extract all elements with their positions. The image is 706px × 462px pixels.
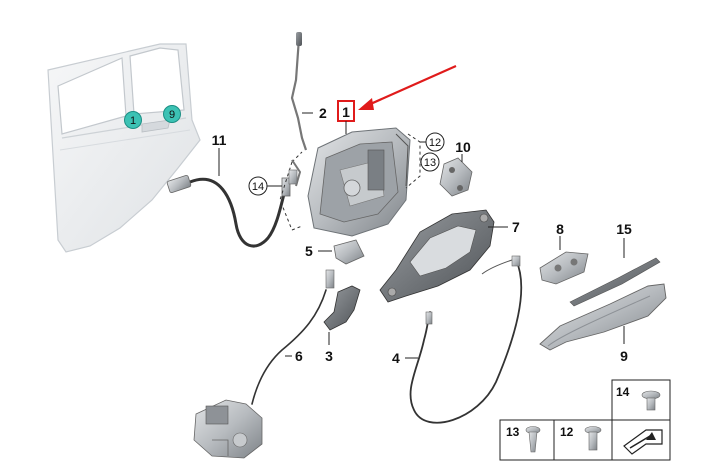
part-15-label: 15 <box>616 221 632 237</box>
dashed-bracket-right <box>405 133 421 189</box>
part-5-clip <box>333 239 365 265</box>
part-1-highlight: 1 <box>337 100 355 134</box>
part-13-label: 13 <box>424 157 436 169</box>
part-5-label: 5 <box>305 243 313 259</box>
part-1-label: 1 <box>342 104 350 120</box>
part-14-label: 14 <box>252 181 264 193</box>
part-12-callout: 12 <box>420 132 445 152</box>
door-marker-1: 1 <box>124 111 142 129</box>
part-3-label: 3 <box>325 348 333 364</box>
dashed-bracket-left-ends <box>291 151 303 231</box>
legend-screw-13-label: 13 <box>506 425 520 439</box>
part-12-label: 12 <box>429 137 441 149</box>
part-10-label: 10 <box>455 139 471 155</box>
door-marker-9-label: 9 <box>169 109 175 121</box>
part-9-door-handle <box>539 283 667 351</box>
part-9-label: 9 <box>620 348 628 364</box>
dashed-bracket-left <box>279 161 293 231</box>
part-11-label: 11 <box>212 132 227 148</box>
part-4-cable <box>409 255 523 424</box>
door-marker-9: 9 <box>163 105 181 123</box>
part-11-cable <box>166 175 291 248</box>
part-1-door-lock <box>307 127 411 237</box>
part-2-rod <box>288 32 308 187</box>
part-7-label: 7 <box>512 219 520 235</box>
red-arrow <box>358 64 457 110</box>
part-4-label: 4 <box>392 350 400 366</box>
legend-screw-12: 12 <box>560 425 602 451</box>
part-13-callout: 13 <box>420 152 440 172</box>
part-15-seal-strip <box>569 257 661 307</box>
part-10-striker <box>439 157 473 197</box>
legend-screw-14: 14 <box>616 385 661 411</box>
door-marker-1-label: 1 <box>130 115 136 127</box>
part-3-bracket <box>323 269 361 331</box>
legend-screw-12-label: 12 <box>560 425 574 439</box>
legend-grid <box>499 379 671 461</box>
part-14-callout: 14 <box>248 176 282 196</box>
part-8-cover <box>539 251 589 285</box>
part-6-cable <box>251 289 327 405</box>
part-6-label: 6 <box>295 348 303 364</box>
part-8-label: 8 <box>556 221 564 237</box>
legend-screw-14-label: 14 <box>616 385 630 399</box>
rear-door-panel <box>47 43 201 253</box>
legend-direction-icon <box>623 429 663 455</box>
part-2-label: 2 <box>319 105 327 121</box>
actuator-motor <box>193 399 263 459</box>
legend-screw-13: 13 <box>506 425 541 453</box>
part-7-handle-carrier <box>379 209 495 303</box>
